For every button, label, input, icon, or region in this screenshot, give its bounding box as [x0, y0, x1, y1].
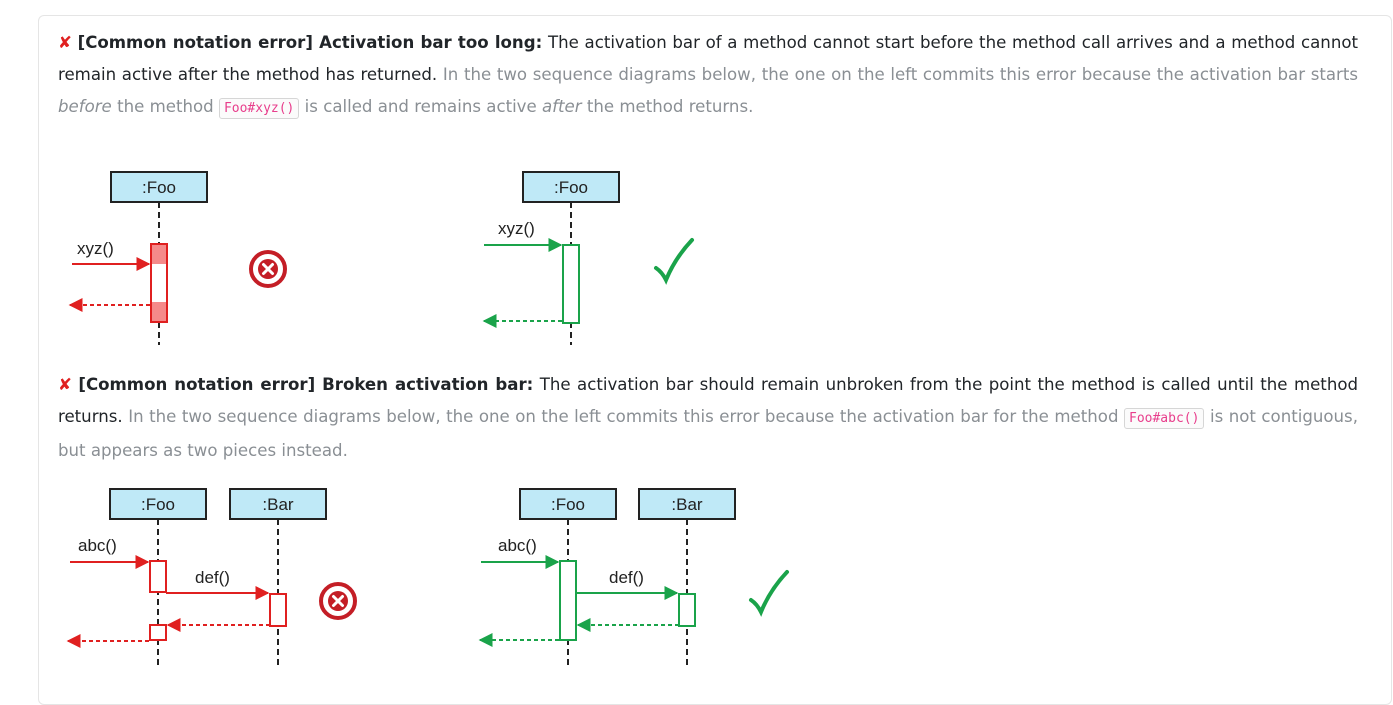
activation-bar-piece-2: [149, 624, 167, 641]
message-label-2: def(): [609, 568, 644, 587]
error2-rule: The activation bar should remain unbroke…: [58, 375, 1359, 426]
error2-paragraph: ✘ [Common notation error] Broken activat…: [58, 369, 1358, 467]
error2-explain-before: In the two sequence diagrams below, the …: [128, 407, 1119, 426]
diagram2-wrong: :Foo :Bar abc() def(): [66, 488, 357, 665]
error1-explain-mid2: is called and remains active: [304, 97, 537, 116]
lifeline-box-foo: [522, 171, 620, 203]
cross-mark-icon: ✘: [58, 375, 72, 394]
activation-bar-foo: [559, 560, 577, 641]
error1-em-after: after: [542, 97, 582, 116]
activation-bar: [562, 244, 580, 324]
message-label-2: def(): [195, 568, 230, 587]
activation-bar-bar: [678, 593, 696, 627]
error1-explain-mid1: the method: [117, 97, 214, 116]
message-label: xyz(): [498, 219, 535, 238]
diagram1-right: :Foo xyz(): [482, 171, 694, 345]
activation-bar-bar: [269, 593, 287, 627]
message-label: xyz(): [77, 239, 114, 258]
error2-heading: [Common notation error] Broken activatio…: [78, 375, 534, 394]
check-mark-icon: [749, 570, 789, 617]
wrong-mark-icon: [249, 250, 287, 288]
diagram2-right: :Foo :Bar abc() def(): [478, 488, 789, 665]
message-label-1: abc(): [78, 536, 117, 555]
lifeline-label-2: :Bar: [671, 495, 703, 514]
message-label-1: abc(): [498, 536, 537, 555]
activation-excess-bottom: [151, 302, 167, 322]
lifeline-label: :Foo: [142, 178, 176, 197]
check-mark-icon: [654, 238, 694, 285]
error1-explain-before: In the two sequence diagrams below, the …: [442, 65, 1358, 84]
error1-rule: The activation bar of a method cannot st…: [58, 33, 1358, 84]
error1-code: Foo#xyz(): [218, 98, 300, 119]
lifeline-label-1: :Foo: [551, 495, 585, 514]
lifeline-label-1: :Foo: [141, 495, 175, 514]
error1-paragraph: ✘ [Common notation error] Activation bar…: [58, 27, 1358, 125]
activation-excess-top: [151, 244, 167, 264]
lifeline-box-bar: [638, 488, 736, 520]
error2-explain-end: is not contiguous, but appears as two pi…: [58, 407, 1358, 460]
activation-bar-piece-1: [149, 560, 167, 593]
error2-code: Foo#abc(): [1124, 408, 1205, 429]
sequence-diagrams: :Foo xyz() :Foo xyz() :Foo :Bar: [66, 171, 789, 665]
lifeline-label-2: :Bar: [262, 495, 294, 514]
error1-em-before: before: [58, 97, 112, 116]
cross-mark-icon: ✘: [58, 33, 72, 52]
error1-heading: [Common notation error] Activation bar t…: [77, 33, 543, 52]
diagram1-wrong: :Foo xyz(): [68, 171, 287, 345]
lifeline-label: :Foo: [554, 178, 588, 197]
wrong-mark-icon: [319, 582, 357, 620]
error1-explain-end: the method returns.: [586, 97, 754, 116]
lifeline-box-foo: [110, 171, 208, 203]
lifeline-box-foo: [519, 488, 617, 520]
